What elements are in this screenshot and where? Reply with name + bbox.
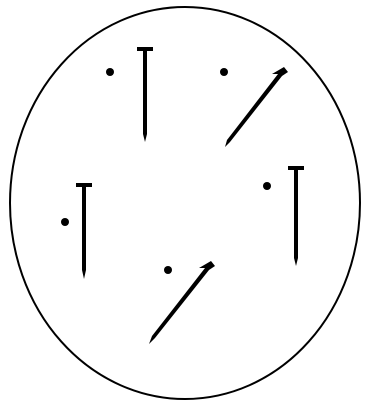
nail-3-dot xyxy=(61,218,69,226)
circle-outline xyxy=(10,7,360,399)
nail-4-dot xyxy=(263,182,271,190)
nail-2 xyxy=(225,67,288,147)
nail-4 xyxy=(288,166,304,266)
nail-1-dot xyxy=(106,68,114,76)
nail-3 xyxy=(76,183,92,279)
nail-5 xyxy=(149,261,215,344)
nail-group-2 xyxy=(220,67,288,147)
nail-group-1 xyxy=(106,47,153,142)
nail-1 xyxy=(137,47,153,142)
nail-group-4 xyxy=(263,166,304,266)
nail-group-5 xyxy=(149,261,215,344)
nail-5-dot xyxy=(164,266,172,274)
nail-2-dot xyxy=(220,68,228,76)
nail-group-3 xyxy=(61,183,92,279)
